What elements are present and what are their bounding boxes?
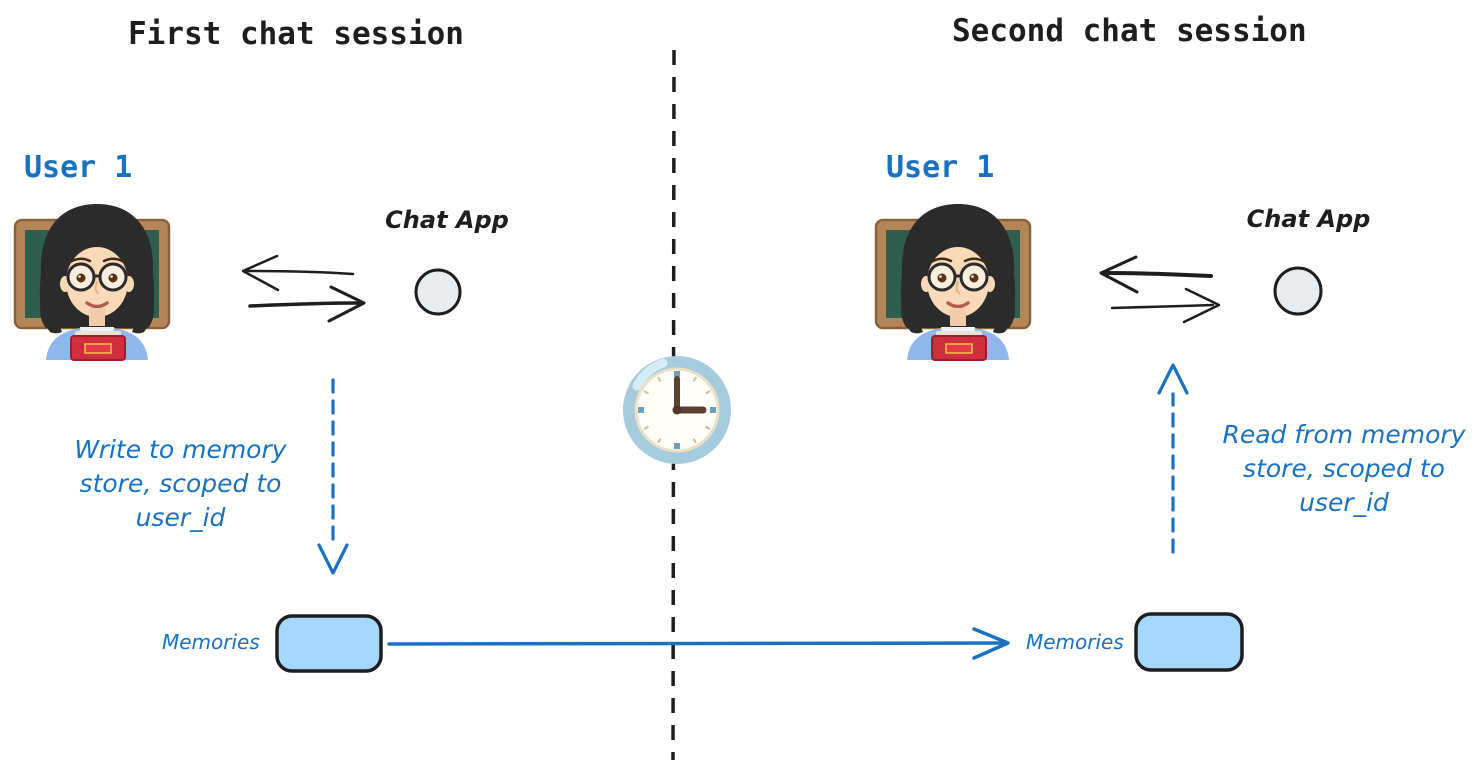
user-avatar-right-teacher-emoji bbox=[874, 202, 1032, 362]
user-avatar-left-teacher-emoji bbox=[13, 202, 171, 362]
chat-exchange-arrows-left bbox=[241, 254, 366, 323]
chat-exchange-arrows-right bbox=[1099, 255, 1221, 324]
annotation-line: user_id bbox=[1299, 488, 1389, 517]
chat-app-label-right: Chat App bbox=[1246, 205, 1371, 233]
user-label-left: User 1 bbox=[24, 150, 133, 185]
chat-app-node-right bbox=[1273, 266, 1323, 316]
memories-label-left: Memories bbox=[162, 630, 260, 654]
chat-app-label-left: Chat App bbox=[385, 206, 509, 234]
memory-transfer-arrow bbox=[387, 627, 1010, 660]
memories-label-right: Memories bbox=[1026, 630, 1124, 654]
write-memory-arrow bbox=[317, 378, 349, 575]
annotation-line: Write to memory bbox=[74, 435, 287, 464]
annotation-line: store, scoped to bbox=[1243, 454, 1445, 483]
chat-app-node-left bbox=[414, 268, 462, 316]
second-session-title: Second chat session bbox=[952, 13, 1307, 49]
memories-box-right bbox=[1134, 612, 1244, 672]
annotation-line: Read from memory bbox=[1222, 420, 1466, 449]
read-memory-arrow bbox=[1157, 363, 1189, 554]
memories-box-left bbox=[275, 614, 383, 673]
annotation-line: user_id bbox=[135, 503, 226, 532]
clock-icon bbox=[623, 356, 731, 464]
read-memory-annotation: Read from memory store, scoped to user_i… bbox=[1206, 418, 1482, 520]
annotation-line: store, scoped to bbox=[79, 469, 282, 498]
user-label-right: User 1 bbox=[886, 150, 995, 185]
first-session-title: First chat session bbox=[128, 16, 464, 52]
write-memory-annotation: Write to memory store, scoped to user_id bbox=[28, 433, 333, 535]
